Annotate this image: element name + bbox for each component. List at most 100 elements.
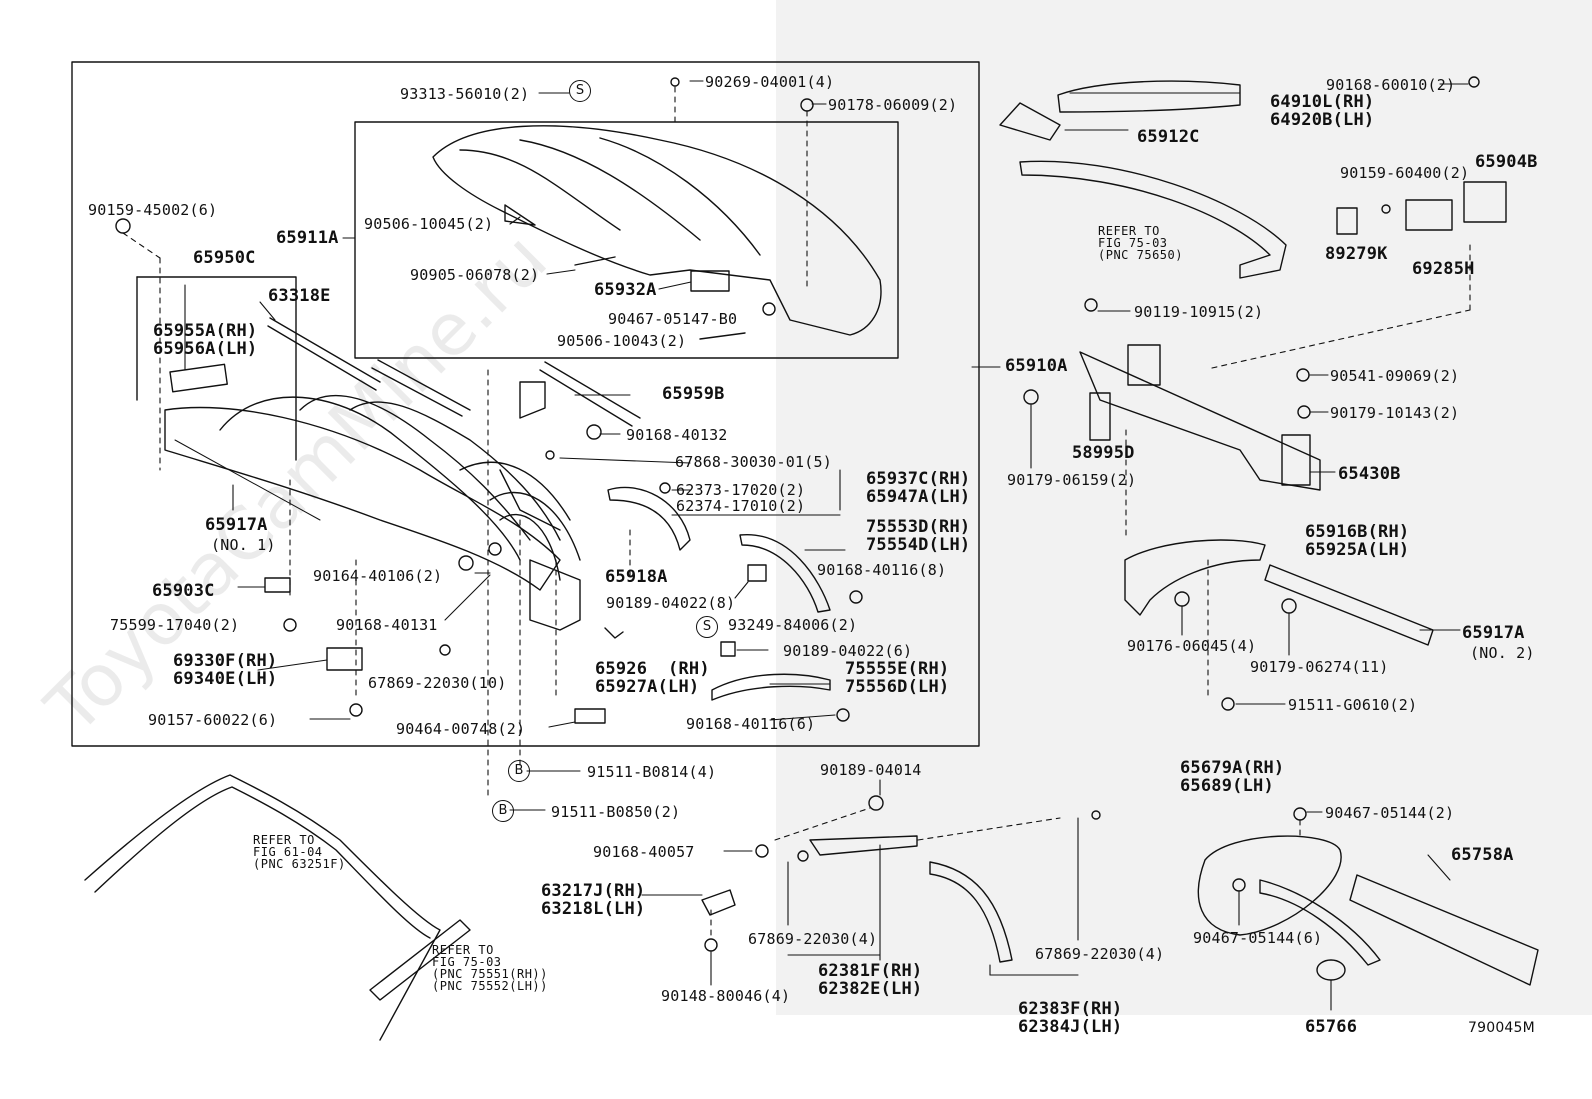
cover-panel-shape: [432, 125, 882, 336]
part-label: 90179-06159(2): [1007, 471, 1137, 489]
circle-mark-s: S: [696, 616, 718, 638]
part-label: 90506-10045(2): [364, 215, 494, 233]
part-label: 69285H: [1412, 259, 1475, 279]
part-label: 75555E(RH) 75556D(LH): [845, 659, 950, 697]
part-label: 67869-22030(4): [1035, 945, 1165, 963]
part-label: 90905-06078(2): [410, 266, 540, 284]
part-label: 67869-22030(4): [748, 930, 878, 948]
part-label: 90467-05147-B0: [608, 310, 738, 328]
part-label: 90159-45002(6): [88, 201, 218, 219]
part-label: 65430B: [1338, 464, 1401, 484]
part-label: 90164-40106(2): [313, 567, 443, 585]
part-label: 90506-10043(2): [557, 332, 687, 350]
part-label: 90159-60400(2): [1340, 164, 1470, 182]
part-label: 65916B(RH) 65925A(LH): [1305, 522, 1410, 560]
part-62381: [809, 835, 918, 856]
part-label: 65758A: [1451, 845, 1514, 865]
part-label: 58995D: [1072, 443, 1135, 463]
part-label: 65904B: [1475, 152, 1538, 172]
part-65917-no2: [1264, 564, 1434, 646]
dashed-leaders: [122, 86, 1471, 941]
circle-mark-b: B: [492, 800, 514, 822]
part-label: 65911A: [276, 228, 339, 248]
cover-subassembly-frame: [354, 121, 899, 359]
part-label: 65917A: [1462, 623, 1525, 643]
part-label: (NO. 2): [1470, 644, 1535, 662]
part-label: 90168-40132: [626, 426, 728, 444]
part-label: 65955A(RH) 65956A(LH): [153, 321, 258, 359]
part-label: 90157-60022(6): [148, 711, 278, 729]
part-label: 75599-17040(2): [110, 616, 240, 634]
part-label: 65918A: [605, 567, 668, 587]
part-label: 90176-06045(4): [1127, 637, 1257, 655]
part-label: 67869-22030(10): [368, 674, 507, 692]
part-label: 90467-05144(2): [1325, 804, 1455, 822]
part-65758: [1349, 874, 1539, 986]
part-label: 90119-10915(2): [1134, 303, 1264, 321]
part-label: 89279K: [1325, 244, 1388, 264]
part-label: 67868-30030-01(5): [675, 453, 832, 471]
part-label: 62383F(RH) 62384J(LH): [1018, 999, 1123, 1037]
part-65430b: [1079, 351, 1321, 491]
figure-code: 790045M: [1468, 1020, 1535, 1036]
circle-mark-s: S: [569, 80, 591, 102]
part-64910: [1057, 80, 1241, 113]
part-label: 63318E: [268, 286, 331, 306]
part-label: 65959B: [662, 384, 725, 404]
part-label: 90168-40131: [336, 616, 438, 634]
circle-mark-b: B: [508, 760, 530, 782]
refer-note: REFER TO FIG 75-03 (PNC 75551(RH)) (PNC …: [432, 943, 548, 993]
part-label: 91511-B0814(4): [587, 763, 717, 781]
part-label: 65917A: [205, 515, 268, 535]
bracket-65950c: [136, 276, 297, 461]
part-label: 65912C: [1137, 127, 1200, 147]
part-65916: [1124, 539, 1266, 616]
part-75650: [1019, 160, 1287, 279]
part-label: 65932A: [594, 280, 657, 300]
part-label: 65766: [1305, 1017, 1358, 1037]
part-label: 65926 (RH) 65927A(LH): [595, 659, 710, 697]
header-panel: [164, 406, 561, 591]
part-label: (NO. 1): [211, 536, 276, 554]
part-label: 90541-09069(2): [1330, 367, 1460, 385]
part-label: 62373-17020(2) 62374-17010(2): [676, 481, 806, 515]
part-label: 65937C(RH) 65947A(LH): [866, 469, 971, 507]
leader-lines: [184, 80, 1469, 1011]
main-assembly-frame: [71, 61, 980, 747]
part-label: 91511-B0850(2): [551, 803, 681, 821]
part-label: 90168-40116(8): [817, 561, 947, 579]
part-label: 69330F(RH) 69340E(LH): [173, 651, 278, 689]
part-label: 63217J(RH) 63218L(LH): [541, 881, 646, 919]
part-label: 90189-04022(8): [606, 594, 736, 612]
part-label: 91511-G0610(2): [1288, 696, 1418, 714]
part-label: 65679A(RH) 65689(LH): [1180, 758, 1285, 796]
refer-note: REFER TO FIG 75-03 (PNC 75650): [1098, 224, 1183, 262]
part-65766: [1316, 959, 1346, 981]
part-62383: [929, 861, 1013, 963]
part-label: 65950C: [193, 248, 256, 268]
part-label: 90168-60010(2): [1326, 76, 1456, 94]
part-label: 65903C: [152, 581, 215, 601]
part-label: 90467-05144(6): [1193, 929, 1323, 947]
part-label: 90179-06274(11): [1250, 658, 1389, 676]
part-label: 90168-40116(6): [686, 715, 816, 733]
part-label: 64910L(RH) 64920B(LH): [1270, 92, 1375, 130]
part-label: 93313-56010(2): [400, 85, 530, 103]
weatherstrip-63251: [84, 774, 441, 1041]
part-label: 93249-84006(2): [728, 616, 858, 634]
part-label: 90178-06009(2): [828, 96, 958, 114]
part-label: 75553D(RH) 75554D(LH): [866, 517, 971, 555]
part-label: 90179-10143(2): [1330, 404, 1460, 422]
part-label: 62381F(RH) 62382E(LH): [818, 961, 923, 999]
part-label: 90189-04022(6): [783, 642, 913, 660]
hinge-bracket: [529, 559, 581, 631]
part-label: 90189-04014: [820, 761, 922, 779]
part-label: 90168-40057: [593, 843, 695, 861]
part-label: 90148-80046(4): [661, 987, 791, 1005]
part-label: 90269-04001(4): [705, 73, 835, 91]
part-label: 90464-00748(2): [396, 720, 526, 738]
refer-note: REFER TO FIG 61-04 (PNC 63251F): [253, 833, 346, 871]
part-label: 65910A: [1005, 356, 1068, 376]
